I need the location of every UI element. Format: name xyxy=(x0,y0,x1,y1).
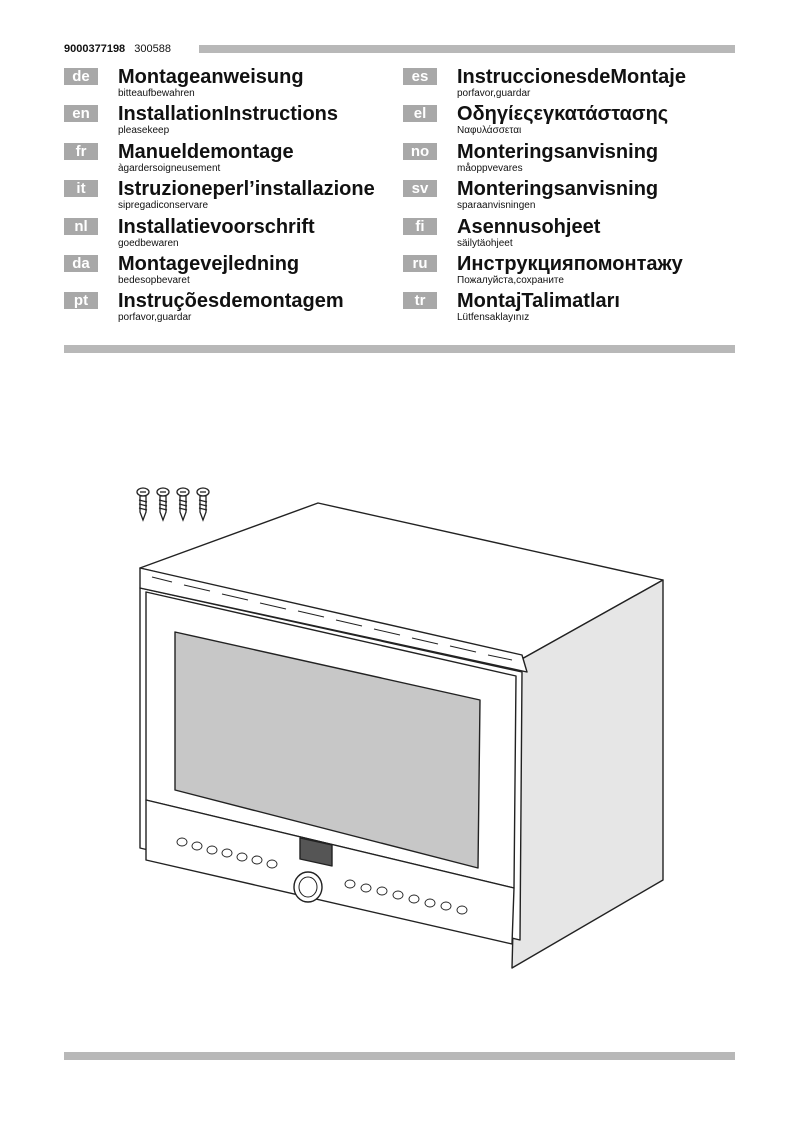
language-entry-es: es InstruccionesdeMontaje porfavor,guard… xyxy=(403,66,743,103)
language-subtitle: måoppvevares xyxy=(457,162,523,174)
language-title: Asennusohjeet xyxy=(457,215,601,238)
oven-window xyxy=(174,631,481,869)
language-subtitle: säilytäohjeet xyxy=(457,237,513,249)
language-entry-en: en InstallationInstructions pleasekeep xyxy=(64,103,404,140)
language-subtitle: porfavor,guardar xyxy=(457,88,531,99)
language-code-badge: sv xyxy=(403,180,437,198)
language-title: Montagevejledning xyxy=(118,252,300,275)
language-subtitle: pleasekeep xyxy=(118,125,170,137)
language-entry-de: de Montageanweisung bitteaufbewahren xyxy=(64,66,404,103)
language-code-badge: nl xyxy=(64,217,98,235)
language-entry-pt: pt Instruçõesdemontagem porfavor,guardar xyxy=(64,290,404,327)
language-entry-fr: fr Manueldemontage àgardersoigneusement xyxy=(64,141,404,178)
language-subtitle: Пожалуйста,сохраните xyxy=(457,274,564,286)
language-list-left: de Montageanweisung bitteaufbewahren en … xyxy=(64,66,404,328)
language-entry-ru: ru Инструкцияпомонтажу Пожалуйста,сохран… xyxy=(403,253,743,290)
oven-display xyxy=(299,837,333,867)
language-code-badge: fi xyxy=(403,217,437,235)
language-subtitle: Ναφυλάσσεται xyxy=(457,125,522,137)
language-entry-el: el Οδηγίεςεγκατάστασης Ναφυλάσσεται xyxy=(403,103,743,140)
document-number: 9000377198 300588 xyxy=(64,43,171,55)
language-title: InstallationInstructions xyxy=(118,103,339,126)
oven-body xyxy=(139,502,664,969)
language-code-badge: es xyxy=(403,68,437,85)
language-title: Инструкцияпомонтажу xyxy=(457,252,683,275)
screw-icon xyxy=(196,487,210,522)
doc-number-value: 9000377198 xyxy=(64,43,126,55)
footer-divider-bar xyxy=(64,1052,735,1060)
language-code-badge: tr xyxy=(403,292,437,310)
language-title: Manueldemontage xyxy=(118,140,294,163)
oven-illustration xyxy=(136,487,664,969)
language-title: InstruccionesdeMontaje xyxy=(457,66,686,88)
language-subtitle: porfavor,guardar xyxy=(118,312,192,324)
language-entry-it: it Istruzioneperl’installazione sipregad… xyxy=(64,178,404,215)
screw-icon xyxy=(156,487,170,522)
language-code-badge: da xyxy=(64,254,98,272)
language-title: Installatievoorschrift xyxy=(118,215,315,238)
language-title: Istruzioneperl’installazione xyxy=(118,178,375,201)
language-subtitle: bitteaufbewahren xyxy=(118,88,195,99)
language-code-badge: de xyxy=(64,68,98,85)
language-entry-no: no Monteringsanvisning måoppvevares xyxy=(403,141,743,178)
language-code-badge: el xyxy=(403,105,437,123)
section-divider-bar xyxy=(64,345,735,353)
screw-icon xyxy=(176,487,190,522)
control-buttons xyxy=(176,837,468,915)
language-subtitle: sparaanvisningen xyxy=(457,200,536,212)
language-subtitle: àgardersoigneusement xyxy=(118,162,221,174)
language-title: Οδηγίεςεγκατάστασης xyxy=(457,103,669,126)
mounting-strip xyxy=(139,567,528,673)
language-list-right: es InstruccionesdeMontaje porfavor,guard… xyxy=(403,66,743,328)
strip-slots xyxy=(151,576,513,661)
language-subtitle: sipregadiconservare xyxy=(118,200,209,212)
language-title: Monteringsanvisning xyxy=(457,140,659,163)
header-divider-bar xyxy=(199,45,735,53)
language-entry-fi: fi Asennusohjeet säilytäohjeet xyxy=(403,216,743,253)
language-entry-sv: sv Monteringsanvisning sparaanvisningen xyxy=(403,178,743,215)
language-subtitle: bedesopbevaret xyxy=(118,274,190,286)
control-knob xyxy=(293,871,323,903)
language-title: Monteringsanvisning xyxy=(457,178,659,201)
language-code-badge: pt xyxy=(64,292,98,310)
language-code-badge: fr xyxy=(64,142,98,160)
language-subtitle: Lütfensaklayınız xyxy=(457,312,530,324)
language-title: MontajTalimatları xyxy=(457,290,620,313)
control-panel xyxy=(145,799,515,945)
language-entry-tr: tr MontajTalimatları Lütfensaklayınız xyxy=(403,290,743,327)
language-code-badge: it xyxy=(64,180,98,198)
language-code-badge: en xyxy=(64,105,98,123)
language-title: Montageanweisung xyxy=(118,66,304,88)
screw-icon xyxy=(136,487,150,522)
doc-revision-value: 300588 xyxy=(134,43,171,55)
screws-group xyxy=(136,487,210,522)
language-entry-nl: nl Installatievoorschrift goedbewaren xyxy=(64,216,404,253)
language-code-badge: no xyxy=(403,142,437,160)
language-title: Instruçõesdemontagem xyxy=(118,290,344,313)
language-entry-da: da Montagevejledning bedesopbevaret xyxy=(64,253,404,290)
language-subtitle: goedbewaren xyxy=(118,237,179,249)
language-code-badge: ru xyxy=(403,254,437,272)
